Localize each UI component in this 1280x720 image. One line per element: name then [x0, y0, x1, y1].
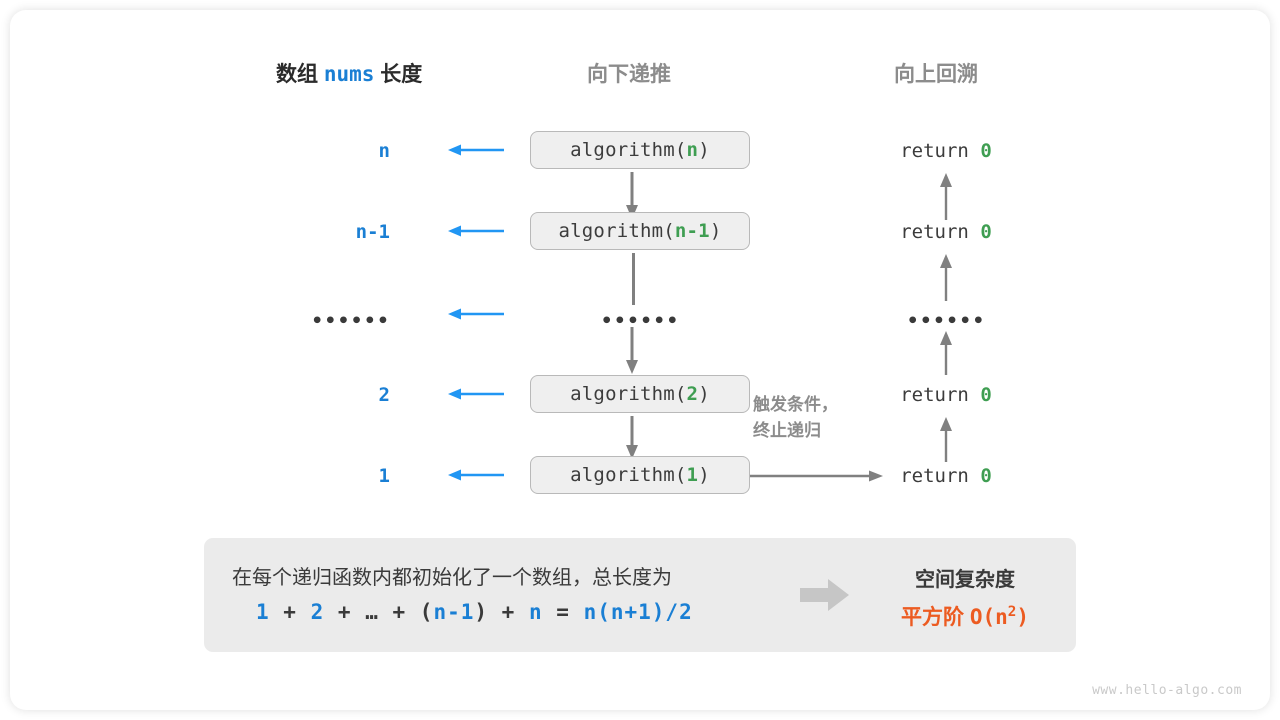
blue-left-arrow-row-0 [447, 142, 505, 158]
return-text-4: return [900, 465, 981, 487]
column-heading-recurse-down: 向下递推 [587, 63, 671, 86]
size-label-row-0: n [378, 140, 390, 162]
algorithm-call-box-row-0: algorithm(n) [530, 131, 750, 169]
formula-op-2: + [324, 600, 366, 624]
complexity-exponent: 2 [1007, 604, 1017, 620]
return-text-1: return [900, 221, 981, 243]
watermark: www.hello-algo.com [1092, 683, 1242, 698]
call-prefix-0: algorithm( [570, 139, 687, 161]
call-prefix-3: algorithm( [570, 383, 687, 405]
down-arrow-3 [624, 416, 640, 460]
call-row-2-ellipsis: •••••• [600, 310, 680, 332]
formula-term-1: 1 [256, 600, 270, 624]
base-case-arrow [750, 468, 884, 484]
return-text-0: return [900, 140, 981, 162]
call-arg-1: n-1 [674, 220, 710, 242]
call-arg-3: 2 [686, 383, 699, 405]
complexity-notation-close: ) [1016, 605, 1030, 629]
down-line-1 [632, 253, 635, 305]
space-complexity-title: 空间复杂度 [915, 569, 1015, 591]
column-heading-array-length: 数组 nums 长度 [276, 58, 422, 88]
algorithm-call-box-row-1: algorithm(n-1) [530, 212, 750, 250]
heading-left-mono: nums [323, 62, 375, 86]
result-block-arrow-icon [800, 578, 850, 612]
return-label-row-4: return 0 [806, 465, 1086, 487]
return-value-0: 0 [980, 140, 992, 162]
formula-term-4: n-1 [433, 600, 475, 624]
call-suffix-4: ) [698, 464, 710, 486]
up-arrow-1 [938, 253, 954, 306]
return-value-1: 0 [980, 221, 992, 243]
algorithm-call-box-row-4: algorithm(1) [530, 456, 750, 494]
blue-left-arrow-row-2 [447, 306, 505, 322]
return-value-3: 0 [980, 384, 992, 406]
termination-note-line-2: 终止递归 [753, 421, 821, 440]
call-suffix-1: ) [709, 220, 722, 242]
call-suffix-0: ) [698, 139, 710, 161]
blue-left-arrow-row-4 [447, 467, 505, 483]
heading-left-prefix: 数组 [276, 63, 324, 86]
up-arrow-3 [938, 416, 954, 467]
formula-ellipsis: … [365, 600, 379, 624]
blue-left-arrow-row-3 [447, 386, 505, 402]
formula-op-3: + [378, 600, 420, 624]
formula-op-1: + [269, 600, 311, 624]
heading-left-suffix: 长度 [374, 63, 423, 86]
size-label-row-1: n-1 [355, 221, 390, 243]
up-arrow-2 [938, 330, 954, 380]
return-value-4: 0 [980, 465, 992, 487]
call-suffix-3: ) [698, 383, 710, 405]
termination-note: 触发条件， 终止递归 [753, 392, 838, 444]
termination-note-line-1: 触发条件， [753, 395, 838, 414]
return-label-row-3: return 0 [806, 384, 1086, 406]
formula-equals: = [542, 600, 584, 624]
return-row-2-ellipsis: •••••• [906, 310, 986, 332]
size-label-row-3: 2 [378, 384, 390, 406]
call-arg-4: 1 [686, 464, 699, 486]
algorithm-call-box-row-3: algorithm(2) [530, 375, 750, 413]
complexity-notation: O(n [969, 605, 1008, 629]
formula-term-2: 2 [310, 600, 325, 624]
size-label-row-2-ellipsis: •••••• [311, 310, 390, 332]
call-prefix-1: algorithm( [558, 220, 675, 242]
formula-result: n(n+1)/2 [583, 600, 693, 624]
blue-left-arrow-row-1 [447, 223, 505, 239]
column-heading-backtrack-up: 向上回溯 [894, 63, 978, 86]
formula-op-4: + [488, 600, 529, 624]
size-label-row-4: 1 [378, 465, 390, 487]
formula-paren-open: ( [419, 600, 434, 624]
call-prefix-4: algorithm( [570, 464, 687, 486]
down-arrow-2 [624, 327, 640, 375]
summary-box [204, 538, 1076, 652]
return-label-row-0: return 0 [806, 140, 1086, 162]
summary-formula: 1 + 2 + … + (n-1) + n = n(n+1)/2 [256, 600, 693, 624]
formula-paren-close: ) [474, 600, 489, 624]
space-complexity-value: 平方阶 O(n2) [860, 601, 1070, 631]
formula-term-5: n [528, 600, 543, 624]
complexity-label: 平方阶 [900, 606, 964, 629]
call-arg-0: n [686, 139, 699, 161]
return-label-row-1: return 0 [806, 221, 1086, 243]
summary-description: 在每个递归函数内都初始化了一个数组，总长度为 [232, 567, 672, 589]
return-text-3: return [900, 384, 981, 406]
up-arrow-0 [938, 172, 954, 225]
